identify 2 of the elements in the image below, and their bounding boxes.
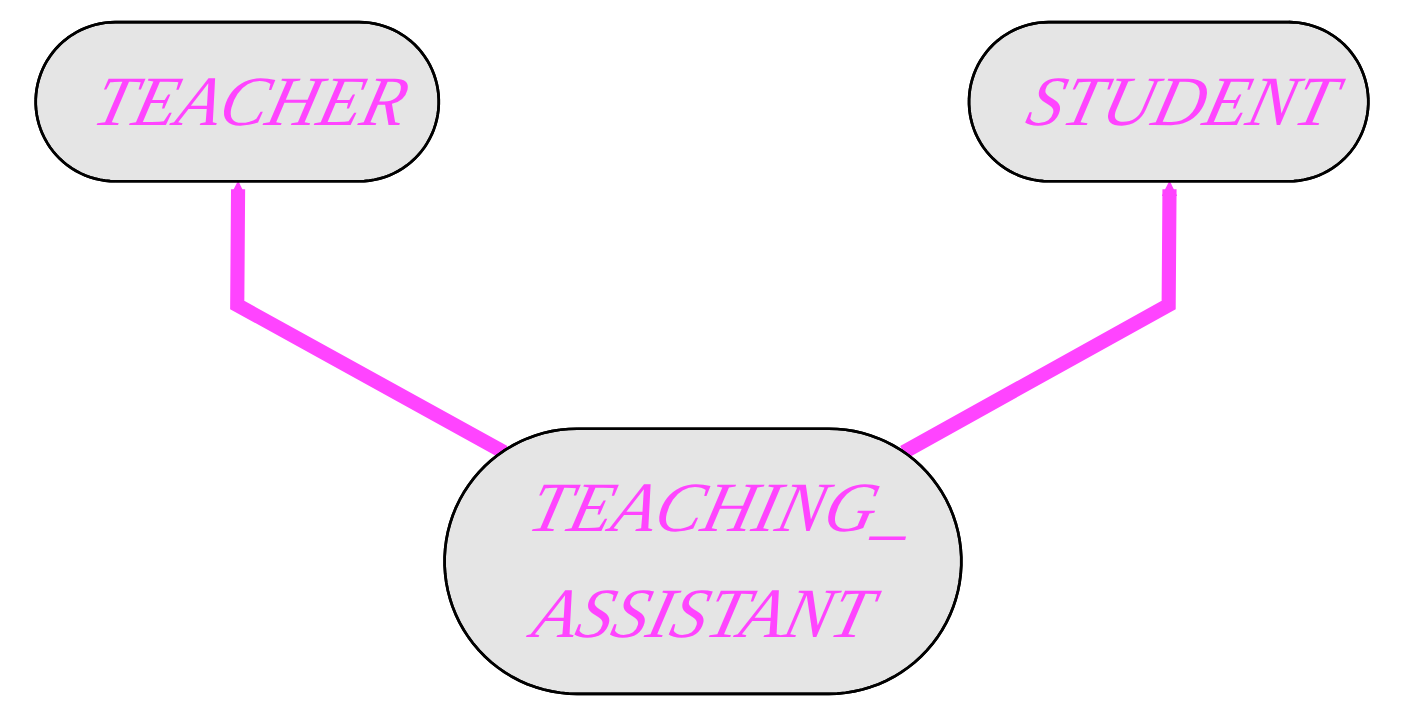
arrow — [900, 180, 1178, 458]
arrow — [230, 180, 508, 458]
